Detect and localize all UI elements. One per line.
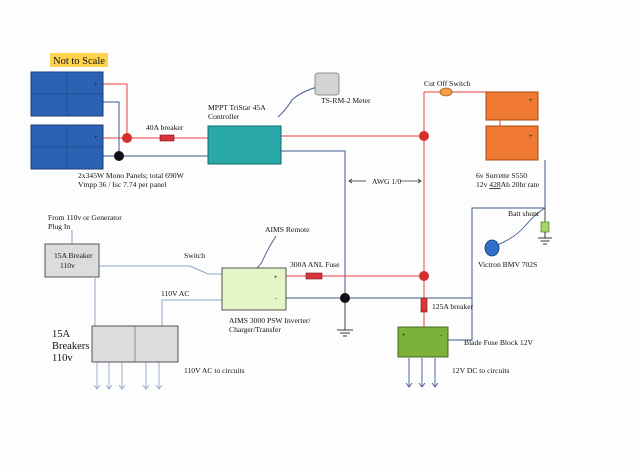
- battery-label-line2: 12v 428Ah 20hr rate: [476, 180, 540, 189]
- battery-top: +: [485, 91, 539, 121]
- ac-to-circuits-label: 110V AC to circuits: [184, 366, 245, 375]
- mppt-label-line2: Controller: [208, 112, 240, 121]
- wire-panel-top-negative: [103, 101, 120, 156]
- battery-label-line1: 6v Surrette S550: [476, 171, 527, 180]
- solar-panel-bottom: +: [30, 124, 104, 170]
- cut-off-switch-label: Cut Off Switch: [424, 79, 470, 88]
- victron-label: Victron BMV 702S: [478, 260, 537, 269]
- breaker-125a-label: 125A breaker: [432, 302, 474, 311]
- breaker-40a-fuse: [159, 134, 175, 142]
- awg-arrow-right: [417, 178, 422, 184]
- breaker-125a-fuse: [420, 297, 428, 313]
- dc-output-arrows: [405, 358, 439, 388]
- breaker-15a-box: [44, 243, 100, 278]
- inverter-minus: -: [275, 296, 277, 302]
- junction-solar-negative: [114, 151, 124, 161]
- awg-label: AWG 1/0: [372, 177, 401, 186]
- wire-controller-negative-out: [281, 150, 346, 298]
- batt-shunt-label: Batt shunt: [508, 209, 540, 218]
- batt-shunt: [540, 221, 550, 233]
- fuse-block-minus: -: [440, 333, 442, 339]
- ac-110v-label: 110V AC: [161, 289, 189, 298]
- breaker-15a-line2: 110v: [60, 261, 75, 270]
- aims-label-line2: Charger/Transfer: [229, 325, 281, 334]
- fuse-block-box: [397, 326, 449, 358]
- wire-meter-cable: [277, 85, 321, 118]
- shunt-ground-symbol: [538, 232, 552, 245]
- anl-fuse: [305, 272, 323, 280]
- solar-panel-top: +: [30, 71, 104, 117]
- mppt-controller-box: [207, 125, 282, 165]
- meter-label: TS-RM-2 Meter: [321, 96, 371, 105]
- junction-controller-positive: [419, 131, 429, 141]
- anl-fuse-label: 300A ANL Fuse: [290, 260, 340, 269]
- breaker-40a-label: 40A breaker: [146, 123, 184, 132]
- dc-to-circuits-label: 12V DC to circuits: [452, 366, 509, 375]
- junction-inverter-positive: [419, 271, 429, 281]
- battery-bottom: +: [485, 125, 539, 161]
- awg-arrow-left: [348, 178, 353, 184]
- ac-output-arrows: [93, 362, 163, 390]
- aims-label-line1: AIMS 3000 PSW Inverter/: [229, 316, 311, 325]
- breaker-15a-line1: 15A Breaker: [54, 251, 93, 260]
- breakers-15a-line1: 15A: [52, 329, 71, 340]
- junction-inverter-negative: [340, 293, 350, 303]
- inverter-plus: +: [274, 275, 278, 281]
- victron-monitor: [484, 239, 500, 257]
- not-to-scale-label: Not to Scale: [53, 56, 105, 67]
- panels-spec-line2: Vmpp 36 / Isc 7.74 per panel: [78, 180, 166, 189]
- wire-inverter-to-ac-panel: [161, 299, 222, 326]
- svg-text:+: +: [529, 134, 533, 140]
- junction-solar-positive: [122, 133, 132, 143]
- aims-inverter-box: [221, 267, 287, 311]
- wire-victron-cable: [494, 207, 546, 247]
- system-ground-symbol: [337, 329, 353, 337]
- fuse-block-plus: +: [402, 333, 406, 339]
- wire-switch-to-inverter: [189, 265, 222, 275]
- cut-off-switch[interactable]: [439, 87, 453, 97]
- breakers-15a-panel: [91, 325, 179, 363]
- mppt-label-line1: MPPT TriStar 45A: [208, 103, 266, 112]
- breakers-15a-line2: Breakers: [52, 341, 89, 352]
- fuse-block-label: Blade Fuse Block 12V: [464, 338, 533, 347]
- wire-panel-top-positive: [103, 83, 128, 138]
- svg-text:+: +: [94, 135, 98, 141]
- breakers-15a-line3: 110v: [52, 353, 73, 364]
- wire-fuse-block-negative: [448, 298, 473, 341]
- wire-aims-remote: [253, 235, 277, 271]
- wire-shunt-to-negative-bus: [471, 207, 545, 298]
- panels-spec-line1: 2x345W Mono Panels; total 690W: [78, 171, 185, 180]
- svg-text:+: +: [529, 98, 533, 104]
- not-to-scale-highlight: [50, 53, 108, 67]
- switch-label: Switch: [184, 251, 205, 260]
- aims-remote-label: AIMS Remote: [265, 225, 310, 234]
- svg-text:+: +: [94, 82, 98, 88]
- from-110v-line2: Plug In: [48, 222, 70, 231]
- meter-box: [314, 72, 340, 96]
- from-110v-line1: From 110v or Generator: [48, 213, 122, 222]
